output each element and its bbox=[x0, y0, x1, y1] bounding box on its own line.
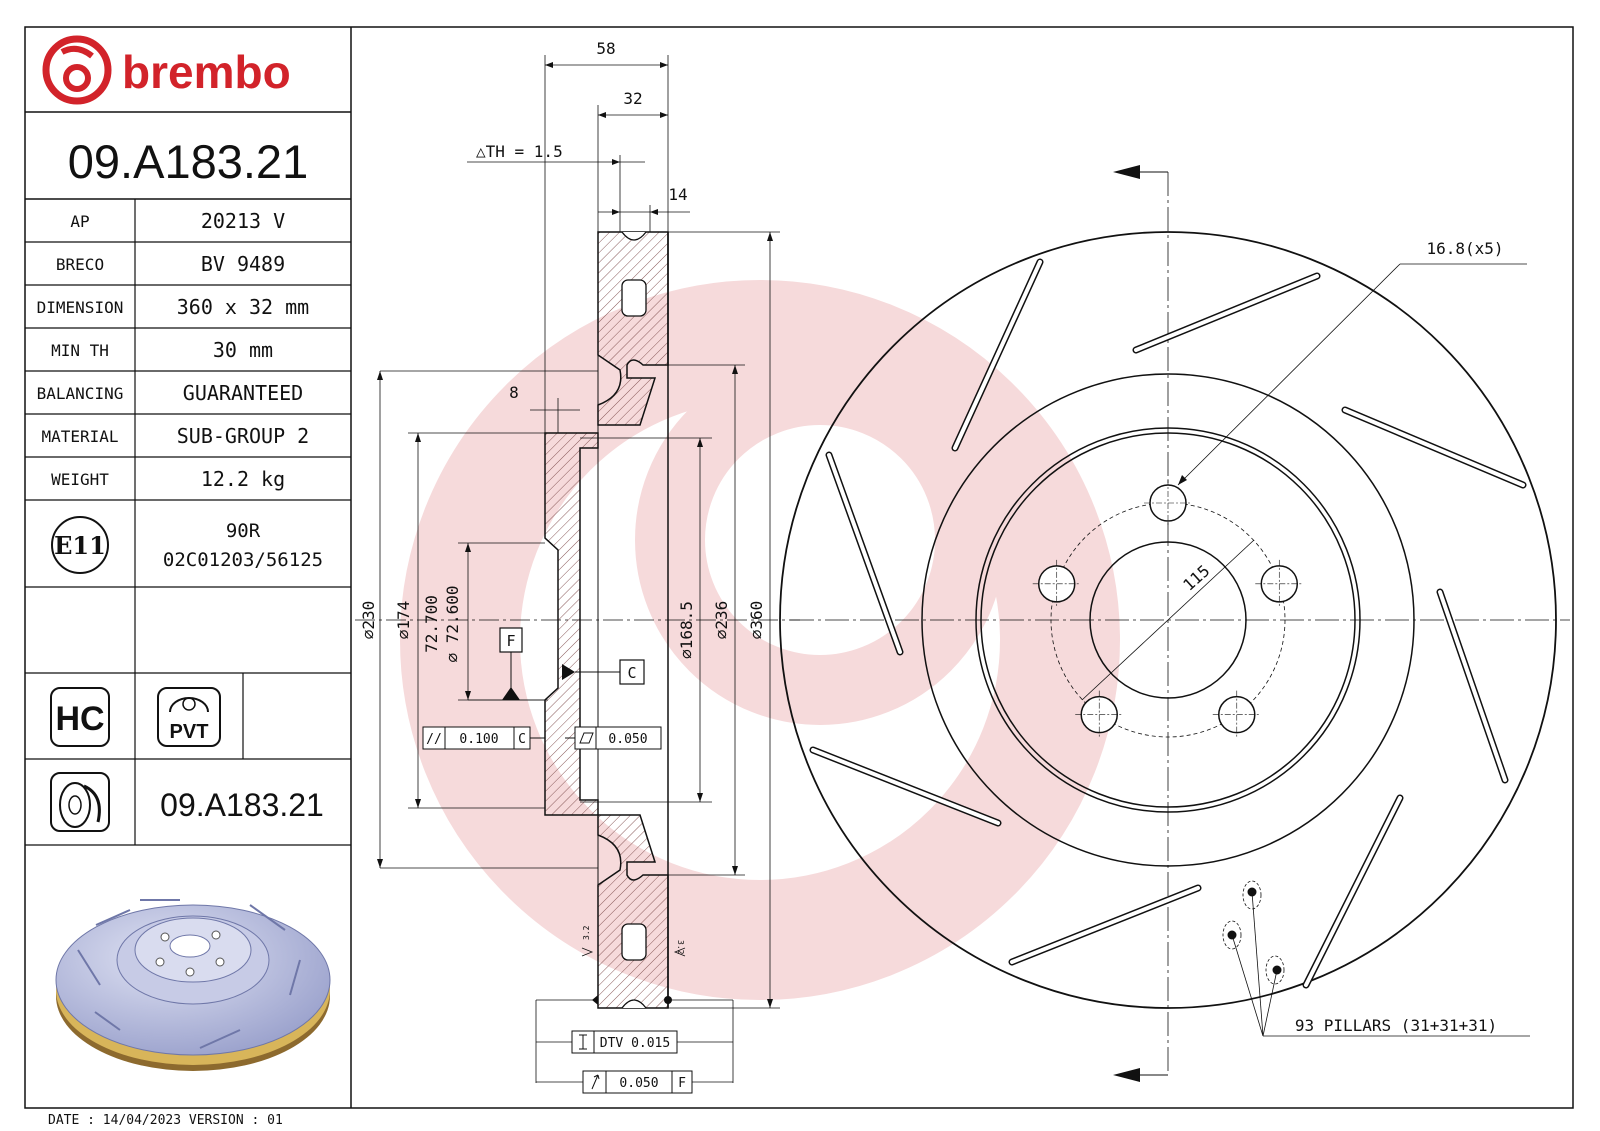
section-view: 58 32 △TH = 1.5 14 8 ∅230 ∅174 72.700 ∅ bbox=[355, 39, 800, 1094]
spec-label: BRECO bbox=[56, 255, 104, 274]
runout-frame: 0.050 F bbox=[582, 1070, 693, 1094]
spec-value: 360 x 32 mm bbox=[177, 295, 309, 319]
hole-diameter-note: 16.8(x5) bbox=[1426, 239, 1503, 258]
svg-text:F: F bbox=[678, 1076, 686, 1091]
svg-text:0.050: 0.050 bbox=[619, 1076, 658, 1091]
hc-badge: HC bbox=[50, 687, 110, 747]
bolt-holes bbox=[1032, 479, 1304, 739]
spec-value: 12.2 kg bbox=[201, 467, 285, 491]
spec-label: AP bbox=[70, 212, 89, 231]
brand-name: brembo bbox=[122, 46, 291, 98]
dim-th-tolerance: △TH = 1.5 bbox=[476, 142, 563, 161]
bolt-hole bbox=[1075, 690, 1124, 739]
roughness-right: 3.2 bbox=[676, 940, 685, 955]
datum-f-label: F bbox=[506, 632, 515, 650]
sheet-border bbox=[24, 26, 1574, 1109]
pillar-markers: 93 PILLARS (31+31+31) bbox=[1222, 880, 1530, 1037]
spec-label: MATERIAL bbox=[41, 427, 118, 446]
dim-face: 14 bbox=[668, 185, 687, 204]
dim-pcd: 115 bbox=[1179, 561, 1213, 594]
svg-text:0.100: 0.100 bbox=[459, 732, 498, 747]
spec-label: MIN TH bbox=[51, 341, 109, 360]
dim-thickness: 32 bbox=[623, 89, 642, 108]
svg-text://: // bbox=[426, 732, 442, 747]
rotor-section-top bbox=[597, 231, 669, 426]
datum-c-label: C bbox=[627, 664, 636, 682]
spec-value: 20213 V bbox=[201, 209, 285, 233]
svg-text:PVT: PVT bbox=[170, 721, 209, 743]
brembo-watermark bbox=[400, 280, 1120, 1000]
dim-d360: ∅360 bbox=[747, 601, 766, 640]
flatness-frame: 0.050 bbox=[565, 726, 662, 750]
spec-value: BV 9489 bbox=[201, 252, 285, 276]
homologation-line-1: 90R bbox=[226, 520, 261, 542]
roughness-left: 3.2 bbox=[582, 925, 591, 940]
spec-value: SUB-GROUP 2 bbox=[177, 424, 309, 448]
disc-3d-render bbox=[55, 899, 331, 1071]
rotor-section-bottom bbox=[597, 814, 669, 1009]
dim-d174: ∅174 bbox=[394, 601, 413, 640]
dim-hat: 8 bbox=[509, 383, 519, 402]
dim-d230: ∅230 bbox=[359, 601, 378, 640]
brembo-logo: brembo bbox=[42, 35, 291, 105]
front-view: 115 16.8(x5) 93 PILLARS (31+31+31) bbox=[779, 165, 1570, 1082]
part-number-title: 09.A183.21 bbox=[68, 135, 308, 188]
date-version: DATE : 14/04/2023 VERSION : 01 bbox=[48, 1113, 283, 1128]
hat-section bbox=[544, 432, 599, 816]
parallelism-frame: // 0.100 C bbox=[422, 726, 545, 750]
e11-mark: E11 bbox=[51, 516, 109, 574]
bolt-hole bbox=[1144, 479, 1192, 527]
dim-width-total: 58 bbox=[596, 39, 615, 58]
rotor-slots bbox=[809, 258, 1527, 989]
bolt-hole bbox=[1212, 690, 1261, 739]
svg-text:DTV 0.015: DTV 0.015 bbox=[600, 1036, 670, 1051]
bolt-hole bbox=[1255, 559, 1304, 608]
pvt-badge: PVT bbox=[157, 687, 221, 747]
title-block: brembo 09.A183.21 AP 20213 V BRECO BV 9489D… bbox=[25, 35, 351, 1071]
pillars-note: 93 PILLARS (31+31+31) bbox=[1295, 1016, 1497, 1035]
spec-value: 30 mm bbox=[213, 338, 273, 362]
dtv-frame: DTV 0.015 bbox=[571, 1030, 678, 1054]
svg-text:HC: HC bbox=[55, 700, 104, 738]
svg-text:C: C bbox=[518, 732, 526, 747]
svg-text:0.050: 0.050 bbox=[608, 732, 647, 747]
dim-bore-max: 72.700 bbox=[422, 595, 441, 653]
spec-label: DIMENSION bbox=[37, 298, 124, 317]
svg-text:E11: E11 bbox=[54, 531, 106, 560]
bolt-hole bbox=[1032, 559, 1081, 608]
footer-part-number: 09.A183.21 bbox=[160, 787, 324, 823]
spec-label: BALANCING bbox=[37, 384, 124, 403]
dim-d236: ∅236 bbox=[712, 601, 731, 640]
disc-thumbnail-icon bbox=[50, 772, 110, 832]
spec-value: GUARANTEED bbox=[183, 381, 303, 405]
spec-label: WEIGHT bbox=[51, 470, 109, 489]
dim-d168: ∅168.5 bbox=[677, 601, 696, 659]
dim-bore-min: ∅ 72.600 bbox=[443, 585, 462, 662]
homologation-line-2: 02C01203/56125 bbox=[163, 549, 323, 571]
